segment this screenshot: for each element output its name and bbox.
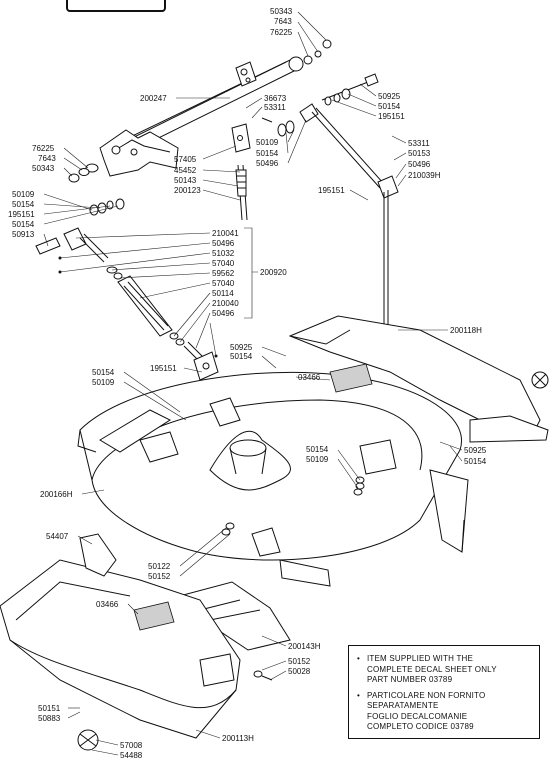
note-english: • ITEM SUPPLIED WITH THE COMPLETE DECAL … [357, 654, 531, 686]
note-text: PARTICOLARE NON FORNITO SEPARATAMENTE FO… [367, 690, 486, 732]
part-label: 50122 [148, 562, 171, 571]
part-label: 200123 [174, 186, 201, 195]
part-label: 7643 [274, 17, 292, 26]
part-label: 50154 [256, 149, 279, 158]
note-bullet: • [357, 654, 360, 663]
part-label: 50496 [212, 239, 235, 248]
decal-03466 [133, 363, 373, 631]
mower-deck-lower [0, 533, 273, 751]
part-label: 200247 [140, 94, 167, 103]
part-label: 50343 [32, 164, 55, 173]
part-label: 50152 [288, 657, 311, 666]
part-label: 50154 [92, 368, 115, 377]
chute-bracket [170, 522, 331, 651]
part-label: 50154 [12, 220, 35, 229]
part-label: 57405 [174, 155, 197, 164]
note-text: ITEM SUPPLIED WITH THE COMPLETE DECAL SH… [367, 654, 497, 684]
part-label: 50883 [38, 714, 61, 723]
part-label: 200166H [40, 490, 73, 499]
part-label: 195151 [378, 112, 405, 121]
leader-lines [43, 11, 463, 756]
part-label: 210040 [212, 299, 239, 308]
part-label: 51032 [212, 249, 235, 258]
part-label: 7643 [38, 154, 56, 163]
parts-drawing [0, 39, 549, 751]
part-label: 50028 [288, 667, 311, 676]
part-labels: 50343 7643 76225 200247 36673 53311 5092… [8, 7, 487, 760]
part-label: 195151 [150, 364, 177, 373]
part-label: 03466 [96, 600, 119, 609]
part-label: 50109 [256, 138, 279, 147]
part-label: 210039H [408, 171, 441, 180]
part-label: 50154 [306, 445, 329, 454]
part-label: 50154 [464, 457, 487, 466]
part-label: 50154 [378, 102, 401, 111]
part-label: 195151 [318, 186, 345, 195]
part-label: 200118H [450, 326, 482, 335]
part-label: 200113H [222, 734, 254, 743]
part-label: 50109 [92, 378, 115, 387]
part-label: 57040 [212, 259, 235, 268]
part-label: 53311 [264, 103, 286, 112]
part-label: 76225 [270, 28, 293, 37]
part-label: 50913 [12, 230, 35, 239]
part-label: 50496 [408, 160, 431, 169]
part-label: 36673 [264, 94, 287, 103]
spring-pin [231, 123, 251, 221]
part-label: 50925 [464, 446, 487, 455]
part-label: 50925 [230, 343, 253, 352]
part-label: 200920 [260, 268, 287, 277]
part-label: 53311 [408, 139, 430, 148]
part-label: 50114 [212, 289, 234, 298]
part-label: 200143H [288, 642, 321, 651]
part-label: 50153 [408, 149, 431, 158]
part-label: 03466 [298, 373, 321, 382]
side-guard [288, 315, 549, 553]
part-label: 210041 [212, 229, 239, 238]
part-label: 76225 [32, 144, 55, 153]
part-label: 50154 [12, 200, 35, 209]
part-label: 195151 [8, 210, 35, 219]
part-label: 54488 [120, 751, 143, 760]
handle-bracket [68, 129, 179, 183]
page-number-frame [66, 0, 166, 12]
part-label: 57008 [120, 741, 143, 750]
part-label: 50151 [38, 704, 61, 713]
part-label: 45452 [174, 166, 197, 175]
part-label: 50343 [270, 7, 293, 16]
part-label: 50496 [256, 159, 279, 168]
part-label: 50496 [212, 309, 235, 318]
part-label: 59562 [212, 269, 235, 278]
part-label: 54407 [46, 532, 69, 541]
part-label: 50152 [148, 572, 171, 581]
note-italian: • PARTICOLARE NON FORNITO SEPARATAMENTE … [357, 691, 531, 733]
height-adjuster [35, 198, 219, 381]
upper-linkage [261, 73, 399, 330]
part-label: 50154 [230, 352, 253, 361]
part-label: 50109 [306, 455, 329, 464]
part-label: 50143 [174, 176, 197, 185]
part-label: 50109 [12, 190, 35, 199]
part-label: 50925 [378, 92, 401, 101]
part-label: 57040 [212, 279, 235, 288]
decal-note-box: • ITEM SUPPLIED WITH THE COMPLETE DECAL … [348, 645, 540, 739]
mower-deck-upper [77, 371, 462, 561]
note-bullet: • [357, 690, 360, 700]
